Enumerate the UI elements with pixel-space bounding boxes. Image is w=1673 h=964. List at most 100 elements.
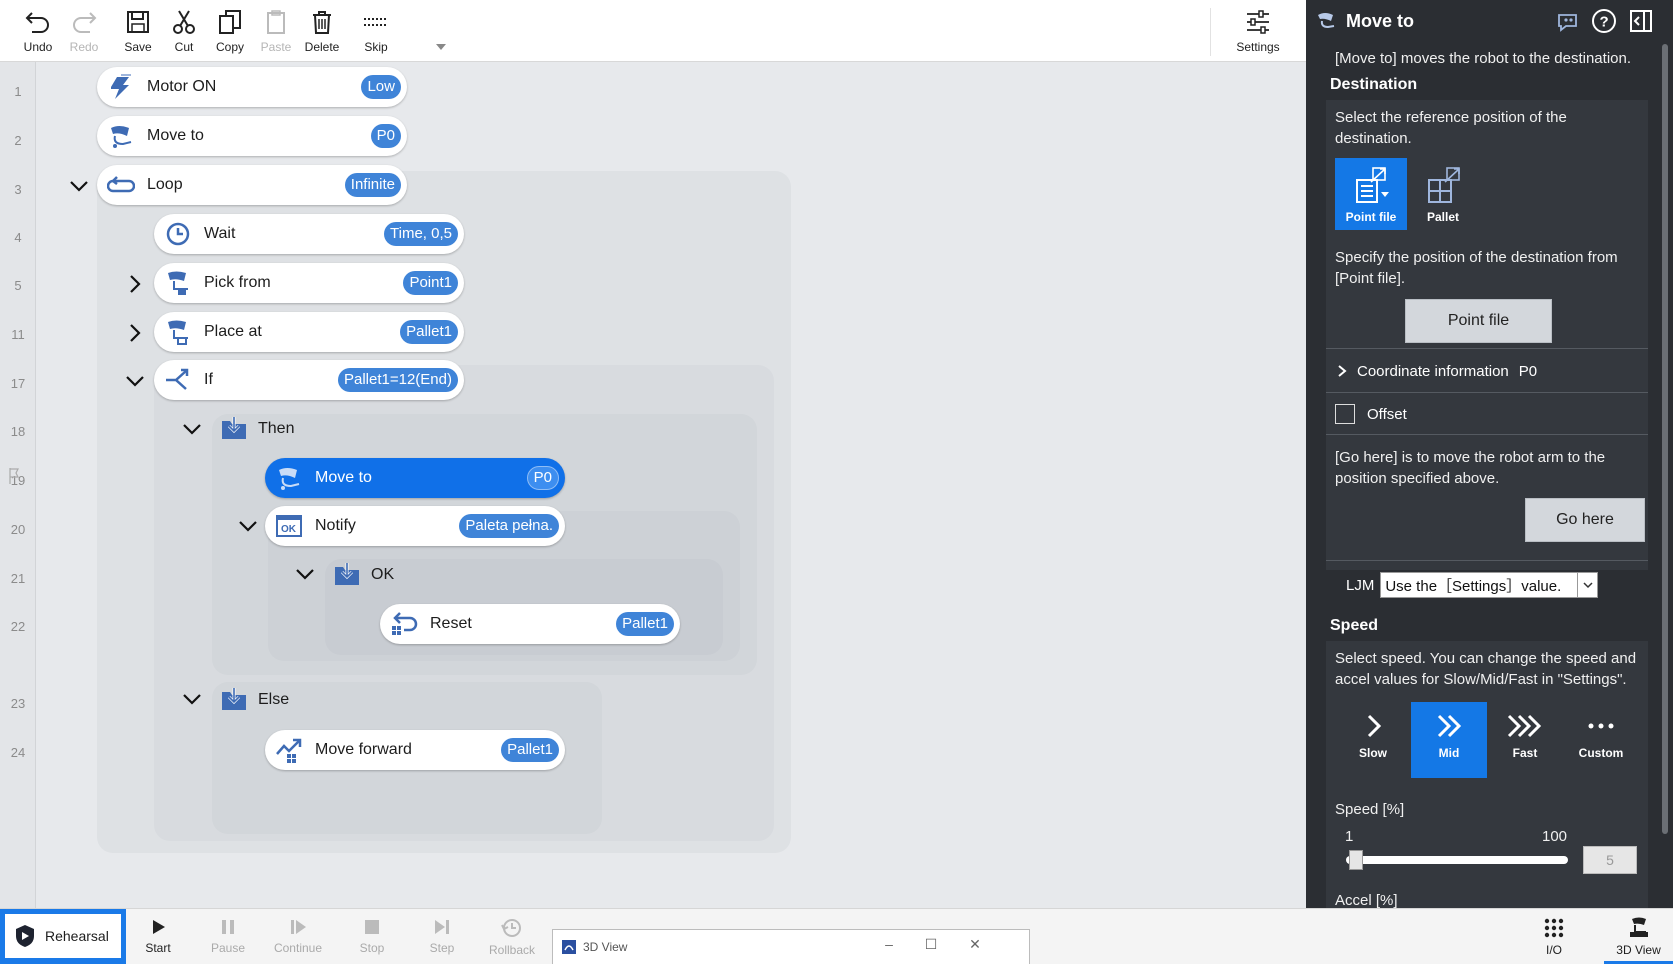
coordinate-info-label: Coordinate information [1357, 362, 1509, 380]
line-number: 22 [10, 619, 26, 634]
branch-then[interactable]: Then [220, 411, 294, 447]
block-value-pill: Pallet1=12(End) [338, 368, 458, 392]
block-wait[interactable]: Wait Time, 0,5 [154, 214, 464, 254]
offset-label: Offset [1367, 405, 1407, 423]
line-number: 3 [14, 182, 22, 197]
go-here-button[interactable]: Go here [1525, 498, 1645, 542]
panel-scrollbar[interactable] [1662, 44, 1668, 834]
flow-editor: Motor ON Low Move to P0 Loop Infinite Wa… [37, 62, 1306, 908]
block-move-forward[interactable]: Move forward Pallet1 [265, 730, 565, 770]
settings-button[interactable]: Settings [1234, 6, 1282, 60]
collapse-chevron-icon[interactable] [123, 369, 147, 393]
step-label: Step [429, 941, 455, 955]
expand-chevron-icon[interactable] [123, 321, 147, 345]
block-value-pill: Infinite [344, 173, 401, 197]
speed-slow-option[interactable]: Slow [1335, 702, 1411, 778]
minimize-icon[interactable]: – [885, 936, 893, 952]
step-button[interactable]: Step [410, 913, 474, 955]
toolbar-more-icon[interactable] [436, 44, 446, 50]
copy-button[interactable]: Copy [206, 6, 254, 60]
rollback-button[interactable]: Rollback [480, 913, 544, 957]
rehearsal-button[interactable]: Rehearsal [4, 913, 122, 959]
cut-button[interactable]: Cut [160, 6, 208, 60]
block-reset[interactable]: Reset Pallet1 [380, 604, 680, 644]
undo-label: Undo [23, 40, 53, 54]
folder-down-icon [220, 686, 248, 714]
ljm-select[interactable]: Use the［Settings］value. [1380, 572, 1599, 598]
rehearsal-toggle[interactable]: Rehearsal [0, 909, 126, 964]
pause-icon [222, 920, 234, 934]
undo-button[interactable]: Undo [14, 6, 62, 60]
folder-down-icon [333, 561, 361, 589]
stop-button[interactable]: Stop [340, 913, 404, 955]
block-label: Pick from [204, 274, 271, 291]
branch-label: OK [371, 566, 395, 583]
block-label: Motor ON [147, 78, 217, 95]
block-if[interactable]: If Pallet1=12(End) [154, 360, 464, 400]
redo-button[interactable]: Redo [60, 6, 108, 60]
ljm-label: LJM [1346, 576, 1375, 594]
line-number: 20 [10, 522, 26, 537]
robot-hint-icon[interactable] [1556, 9, 1582, 33]
checkbox-box[interactable] [1335, 404, 1355, 424]
line-number: 5 [14, 278, 22, 293]
clock-icon [164, 220, 192, 248]
skip-button[interactable]: Skip [352, 6, 400, 60]
chevron-down-icon [1577, 573, 1597, 597]
maximize-icon[interactable]: ☐ [924, 936, 938, 952]
speed-slider-thumb[interactable] [1349, 850, 1363, 870]
expand-chevron-icon[interactable] [123, 272, 147, 296]
block-move-to[interactable]: Move to P0 [97, 116, 407, 156]
close-icon[interactable]: ✕ [969, 936, 981, 952]
start-button[interactable]: Start [126, 913, 190, 955]
speed-percent-label: Speed [%] [1335, 801, 1405, 818]
point-file-button[interactable]: Point file [1405, 299, 1552, 343]
pause-button[interactable]: Pause [196, 913, 260, 955]
block-loop[interactable]: Loop Infinite [97, 165, 407, 205]
copy-label: Copy [215, 40, 244, 54]
line-number: 11 [11, 327, 25, 342]
3d-view-window[interactable]: 3D View – ☐ ✕ [552, 929, 1030, 964]
3d-view-button[interactable]: 3D View [1604, 909, 1673, 964]
block-motor-on[interactable]: Motor ON Low [97, 67, 407, 107]
block-label: Place at [204, 323, 262, 340]
speed-mid-option[interactable]: Mid [1411, 702, 1487, 778]
breakpoint-flag-icon[interactable] [8, 466, 20, 486]
motor-on-icon [107, 73, 135, 101]
offset-checkbox[interactable]: Offset [1335, 401, 1407, 427]
collapse-chevron-icon[interactable] [236, 514, 260, 538]
delete-button[interactable]: Delete [298, 6, 346, 60]
expand-chevron-icon [1338, 365, 1347, 377]
collapse-chevron-icon[interactable] [180, 687, 204, 711]
collapse-chevron-icon[interactable] [180, 417, 204, 441]
panel-header: Move to ? [1306, 0, 1673, 42]
speed-value-input[interactable]: 5 [1583, 846, 1637, 874]
speed-fast-option[interactable]: Fast [1487, 702, 1563, 778]
branch-ok[interactable]: OK [333, 557, 394, 593]
block-move-to-selected[interactable]: Move to P0 [265, 458, 565, 498]
speed-slider-track[interactable] [1346, 856, 1568, 864]
collapse-chevron-icon[interactable] [67, 174, 91, 198]
triple-chevron-right-icon [1507, 714, 1542, 738]
panel-intro: [Move to] moves the robot to the destina… [1335, 50, 1632, 67]
paste-icon [267, 10, 285, 34]
help-icon[interactable]: ? [1591, 8, 1617, 34]
continue-button[interactable]: Continue [266, 913, 330, 955]
pallet-option[interactable]: Pallet [1407, 158, 1479, 230]
block-label: If [204, 371, 213, 388]
pallet-option-label: Pallet [1426, 210, 1459, 224]
speed-custom-option[interactable]: Custom [1563, 702, 1639, 778]
ljm-row: LJM Use the［Settings］value. [1346, 572, 1599, 598]
destination-desc: Select the reference position of the des… [1335, 109, 1567, 147]
block-pick-from[interactable]: Pick from Point1 [154, 263, 464, 303]
block-notify[interactable]: OK Notify Paleta pełna. [265, 506, 565, 546]
paste-button[interactable]: Paste [252, 6, 300, 60]
block-place-at[interactable]: Place at Pallet1 [154, 312, 464, 352]
collapse-chevron-icon[interactable] [293, 562, 317, 586]
point-file-option[interactable]: Point file [1335, 158, 1407, 230]
branch-else[interactable]: Else [220, 682, 289, 718]
coordinate-info-toggle[interactable]: Coordinate information P0 [1335, 356, 1645, 386]
save-button[interactable]: Save [114, 6, 162, 60]
collapse-panel-icon[interactable] [1628, 8, 1654, 34]
io-button[interactable]: I/O [1526, 913, 1582, 957]
